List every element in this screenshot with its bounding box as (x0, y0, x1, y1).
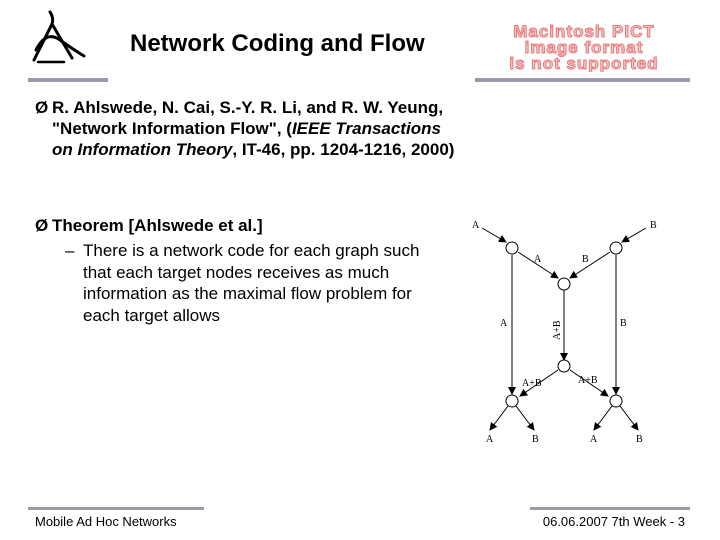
edge-out-3 (593, 405, 613, 431)
reference-text: R. Ahlswede, N. Cai, S.-Y. R. Li, and R.… (35, 97, 455, 160)
footer-rule-left (28, 507, 204, 510)
edge-out-2 (515, 405, 535, 431)
reference-suffix: , IT-46, pp. 1204-1216, 2000) (232, 140, 455, 159)
label-out-3: A (590, 434, 598, 445)
label-low-left: A+B (522, 378, 542, 389)
edge-out-1 (489, 405, 509, 431)
logo (28, 10, 88, 68)
label-mid-left: A (500, 318, 508, 329)
theorem-text: There is a network code for each graph s… (83, 241, 420, 325)
label-source-b: B (650, 220, 657, 231)
unsupported-image-placeholder: Macintosh PICT image format is not suppo… (509, 22, 658, 72)
label-top-b: B (582, 254, 589, 265)
placeholder-line-2: image format (525, 38, 644, 57)
slide-title: Network Coding and Flow (130, 30, 425, 57)
placeholder-line-3: is not supported (509, 54, 658, 72)
footer-date-page: 06.06.2007 7th Week - 3 (542, 514, 685, 529)
label-low-right: A+B (578, 375, 598, 386)
label-out-4: B (636, 434, 643, 445)
bullet-arrow-icon: Ø (35, 216, 49, 235)
edge-out-4 (619, 405, 639, 431)
placeholder-line-1: Macintosh PICT (513, 22, 655, 41)
edge-source-a (481, 227, 507, 243)
node-bottom-right (609, 394, 623, 408)
theorem-heading: Theorem [Ahlswede et al.] (52, 216, 263, 235)
bullet-arrow-icon: Ø (35, 98, 49, 117)
bullet-theorem: Ø Theorem [Ahlswede et al.] (35, 215, 455, 236)
title-rule-left (28, 78, 108, 82)
edge-source-b (621, 227, 647, 243)
reference-journal: IEEE Transactions on Information Theory (52, 119, 441, 159)
sub-bullet-dash: – (65, 241, 75, 260)
node-bottom-left (505, 394, 519, 408)
label-mid-right: B (620, 318, 627, 329)
reference-prefix: R. Ahlswede, N. Cai, S.-Y. R. Li, and R.… (52, 98, 444, 138)
footer-rule-right (530, 507, 690, 510)
node-center-bottom (557, 359, 571, 373)
edge-center-right (569, 369, 609, 397)
label-mid-center: A+B (552, 320, 563, 340)
node-top-left (505, 241, 519, 255)
label-out-2: B (532, 434, 539, 445)
title-rule-right (475, 78, 690, 82)
edge-top-right-center (569, 251, 611, 279)
node-top-right (609, 241, 623, 255)
label-out-1: A (486, 434, 494, 445)
butterfly-network-diagram: A B A B A B A+B A+B A+B A B A B (472, 220, 657, 445)
node-center-top (557, 277, 571, 291)
edge-top-left-center (517, 251, 559, 279)
footer-course: Mobile Ad Hoc Networks (35, 514, 177, 529)
edge-center-left (519, 369, 559, 397)
sub-bullet-theorem: – There is a network code for each graph… (65, 240, 425, 326)
bullet-reference: Ø R. Ahlswede, N. Cai, S.-Y. R. Li, and … (35, 97, 455, 160)
label-top-a: A (534, 254, 542, 265)
label-source-a: A (472, 220, 480, 231)
